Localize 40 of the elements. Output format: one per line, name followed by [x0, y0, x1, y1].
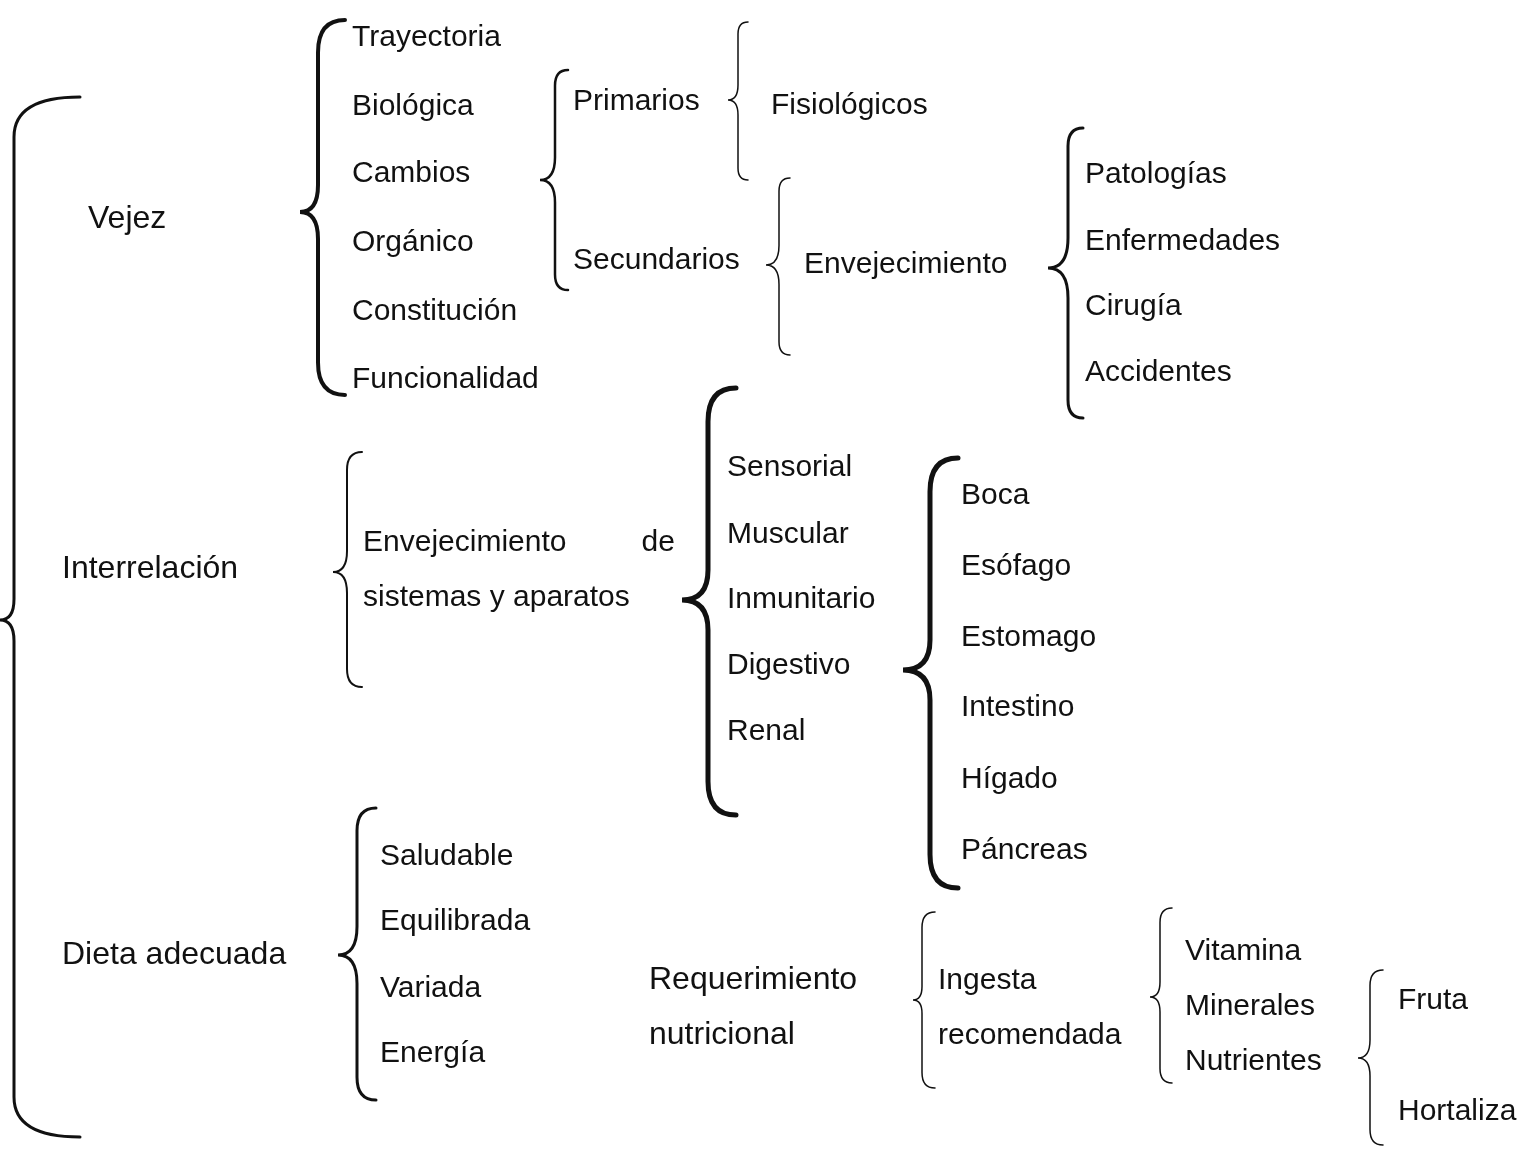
label-text: Funcionalidad	[352, 361, 539, 395]
label-text: Equilibrada	[380, 903, 531, 937]
label-text: Hígado	[961, 761, 1058, 795]
label-text: Interrelación	[62, 550, 239, 584]
label-text: Variada	[380, 970, 482, 1004]
label-text: Orgánico	[352, 224, 474, 258]
label-text: Hortaliza	[1398, 1093, 1517, 1127]
label-text: Energía	[380, 1035, 486, 1069]
label-text: Biológica	[352, 88, 474, 122]
label-text: Vitamina	[1185, 933, 1302, 967]
label-text: Intestino	[961, 689, 1075, 723]
label-text: Digestivo	[727, 647, 851, 681]
label-text: Inmunitario	[727, 581, 876, 615]
label-text: Enfermedades	[1085, 223, 1281, 257]
label-text: Esófago	[961, 548, 1072, 582]
label-text: Minerales	[1185, 988, 1316, 1022]
label-text: Envejecimiento de sistemas y aparatos	[363, 523, 675, 614]
label-text: Dieta adecuada	[62, 936, 287, 970]
label-text: Muscular	[727, 516, 849, 550]
label-text: Fisiológicos	[771, 87, 928, 121]
label-text: Cirugía	[1085, 288, 1182, 322]
label-text: Nutrientes	[1185, 1043, 1322, 1077]
label-text: Trayectoria	[352, 19, 501, 53]
label-text: Saludable	[380, 838, 514, 872]
label-text: Boca	[961, 477, 1030, 511]
label-text: Secundarios	[573, 242, 740, 276]
label-text: Envejecimiento	[804, 246, 1008, 280]
label-text: Constitución	[352, 293, 518, 327]
label-text: Sensorial	[727, 449, 853, 483]
label-text: Accidentes	[1085, 354, 1232, 388]
label-text: Patologías	[1085, 156, 1227, 190]
label-text: Requerimiento nutricional	[649, 959, 859, 1053]
label-text: Primarios	[573, 83, 700, 117]
label-text: Renal	[727, 713, 806, 747]
label-text: Páncreas	[961, 832, 1088, 866]
label-text: Vejez	[88, 200, 167, 234]
label-text: Fruta	[1398, 982, 1469, 1016]
label-text: Ingesta recomendada	[938, 961, 1123, 1052]
label-text: Cambios	[352, 155, 471, 189]
label-text: Estomago	[961, 619, 1097, 653]
